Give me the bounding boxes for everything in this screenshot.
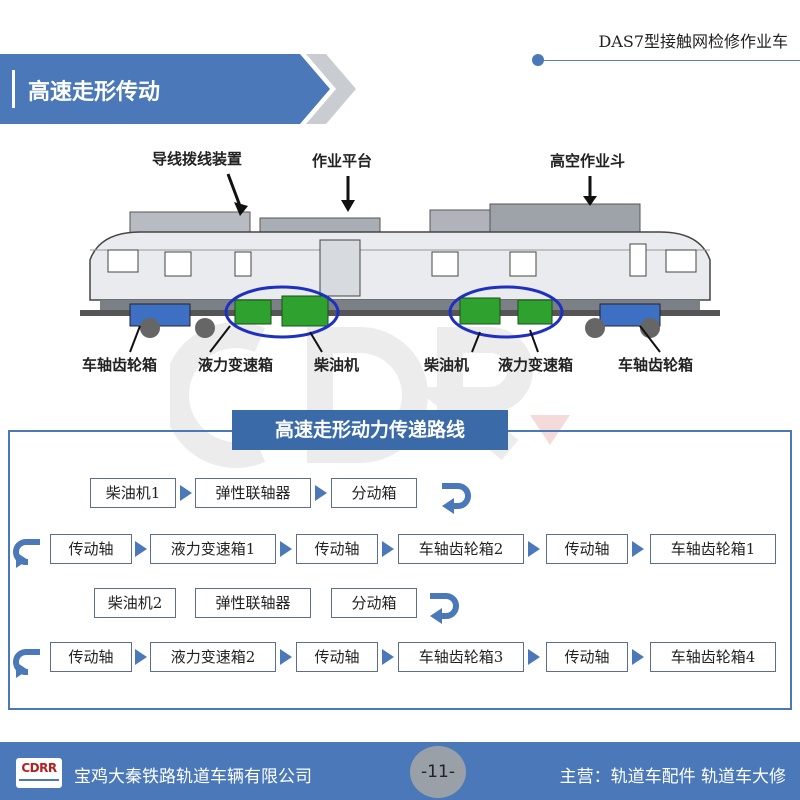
route-node: 车轴齿轮箱2 [398,534,524,564]
page-number: -11- [410,746,466,798]
route-node: 车轴齿轮箱3 [398,642,524,672]
callout-wire-device: 导线拨线装置 [152,150,243,168]
route-node: 车轴齿轮箱1 [650,534,776,564]
company-logo: CDRR [16,758,62,788]
route-node: 弹性联轴器 [195,588,311,618]
document-title: DAS7型接触网检修作业车 [598,32,788,51]
route-node: 柴油机2 [94,588,176,618]
route-node: 传动轴 [296,534,378,564]
route-title: 高速走形动力传递路线 [232,410,508,450]
callout-diesel-right: 柴油机 [424,356,470,374]
callout-diesel-left: 柴油机 [314,356,360,374]
company-name: 宝鸡大秦铁路轨道车辆有限公司 [74,767,312,787]
header-divider [540,60,800,61]
route-node: 分动箱 [331,588,417,618]
route-arrow [528,541,540,557]
route-node: 分动箱 [331,478,417,508]
route-node: 弹性联轴器 [195,478,311,508]
callout-axle-gearbox-left: 车轴齿轮箱 [82,356,158,374]
route-node: 传动轴 [546,534,628,564]
footer-bar [0,742,800,800]
header-dot [532,54,544,66]
route-node: 液力变速箱1 [150,534,276,564]
route-node: 车轴齿轮箱4 [650,642,776,672]
callout-work-platform: 作业平台 [312,152,373,170]
route-arrow [180,485,192,501]
route-turn-arrow [13,539,40,568]
train-illustration: 导线拨线装置 作业平台 高空作业斗 车轴齿轮箱 液力变速箱 柴油机 柴油机 液力… [60,140,740,390]
route-node: 液力变速箱2 [150,642,276,672]
route-arrow [632,541,644,557]
callout-axle-gearbox-right: 车轴齿轮箱 [618,356,694,374]
banner-accent-bar [12,70,15,108]
business-scope: 主营：轨道车配件 轨道车大修 [559,767,786,787]
route-node: 传动轴 [546,642,628,672]
route-node: 传动轴 [296,642,378,672]
route-arrow [135,541,147,557]
route-node: 传动轴 [50,642,132,672]
section-title: 高速走形传动 [28,80,161,105]
route-arrow [382,541,394,557]
callout-hydraulic-gearbox-right: 液力变速箱 [498,356,574,374]
section-banner: 高速走形传动 [0,54,360,124]
route-arrow [632,649,644,665]
route-turn-arrow [13,649,40,678]
route-node: 传动轴 [50,534,132,564]
route-turn-arrow [442,483,471,514]
train-diagram [80,173,720,353]
route-node: 柴油机1 [90,478,176,508]
callout-aerial-bucket: 高空作业斗 [550,152,626,170]
route-arrow [315,485,327,501]
route-arrow [528,649,540,665]
banner-shape [0,54,356,124]
callout-hydraulic-gearbox-left: 液力变速箱 [198,356,274,374]
route-arrow [382,649,394,665]
route-arrow [280,649,292,665]
logo-text: CDRR [21,761,57,775]
route-turn-arrow [430,593,459,624]
route-arrow [135,649,147,665]
logo-underline [19,779,59,781]
route-arrow [280,541,292,557]
